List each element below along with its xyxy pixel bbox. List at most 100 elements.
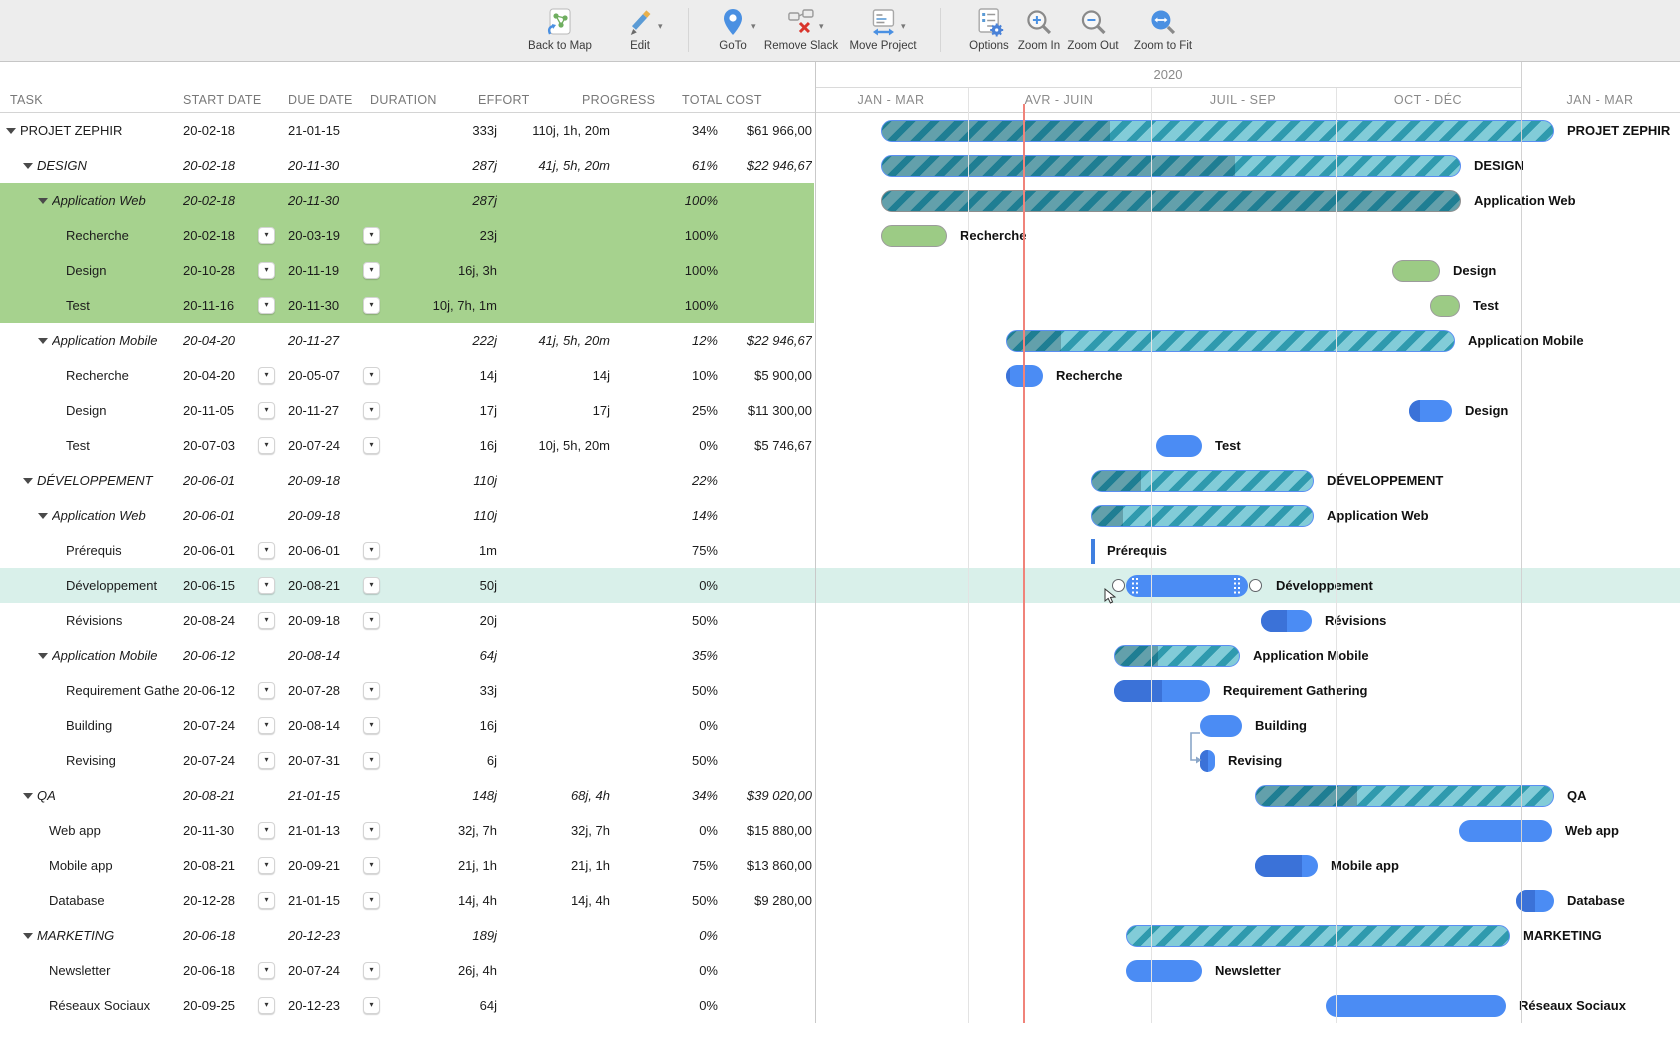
toolbar-button-edit[interactable]: Edit▾: [625, 5, 663, 52]
due-date-cell[interactable]: 20-03-19: [288, 228, 341, 243]
gantt-milestone-bar[interactable]: [1091, 538, 1095, 564]
due-date-cell[interactable]: 20-09-18: [288, 473, 341, 488]
disclosure-triangle-icon[interactable]: [6, 128, 16, 134]
chevron-down-icon[interactable]: ▾: [818, 21, 824, 31]
gantt-task-bar[interactable]: [1516, 889, 1554, 912]
start-date-cell[interactable]: 20-02-18: [183, 228, 236, 243]
gantt-summary-bar[interactable]: [1255, 784, 1554, 807]
task-name-cell[interactable]: Test: [66, 298, 90, 313]
due-date-cell[interactable]: 20-08-14: [288, 648, 341, 663]
due-date-cell[interactable]: 20-06-01: [288, 543, 341, 558]
chevron-down-icon[interactable]: ▾: [751, 21, 756, 31]
task-name-cell[interactable]: Test: [66, 438, 90, 453]
start-date-cell[interactable]: 20-02-18: [183, 123, 236, 138]
due-date-dropdown-button[interactable]: ▾: [363, 437, 380, 454]
start-date-dropdown-button[interactable]: ▾: [258, 682, 275, 699]
task-name-cell[interactable]: DESIGN: [37, 158, 87, 173]
table-chart-splitter[interactable]: [815, 62, 816, 1023]
due-date-dropdown-button[interactable]: ▾: [363, 577, 380, 594]
disclosure-triangle-icon[interactable]: [38, 198, 48, 204]
start-date-dropdown-button[interactable]: ▾: [258, 367, 275, 384]
bar-grip-right[interactable]: [1234, 578, 1241, 594]
due-date-cell[interactable]: 20-05-07: [288, 368, 341, 383]
due-date-cell[interactable]: 20-11-30: [288, 193, 340, 208]
due-date-dropdown-button[interactable]: ▾: [363, 612, 380, 629]
gantt-task-bar[interactable]: [1126, 959, 1202, 982]
gantt-task-bar[interactable]: [1156, 434, 1202, 457]
due-date-dropdown-button[interactable]: ▾: [363, 822, 380, 839]
start-date-cell[interactable]: 20-08-21: [183, 858, 236, 873]
gantt-summary-bar[interactable]: [1006, 329, 1455, 352]
due-date-cell[interactable]: 21-01-13: [288, 823, 341, 838]
due-date-cell[interactable]: 20-09-21: [288, 858, 341, 873]
start-date-cell[interactable]: 20-06-01: [183, 508, 236, 523]
bar-resize-handle-left[interactable]: [1112, 579, 1125, 592]
due-date-cell[interactable]: 21-01-15: [288, 788, 341, 803]
toolbar-button-zoom-out[interactable]: Zoom Out: [1067, 5, 1119, 52]
due-date-cell[interactable]: 20-12-23: [288, 998, 341, 1013]
start-date-cell[interactable]: 20-06-12: [183, 648, 236, 663]
gantt-task-bar[interactable]: [1200, 714, 1242, 737]
disclosure-triangle-icon[interactable]: [23, 793, 33, 799]
gantt-task-bar[interactable]: [1006, 364, 1043, 387]
start-date-cell[interactable]: 20-02-18: [183, 193, 236, 208]
start-date-cell[interactable]: 20-07-24: [183, 753, 236, 768]
bar-grip-left[interactable]: [1132, 578, 1139, 594]
task-name-cell[interactable]: Newsletter: [49, 963, 111, 978]
task-name-cell[interactable]: PROJET ZEPHIR: [20, 123, 123, 138]
gantt-summary-bar[interactable]: [881, 189, 1461, 212]
task-name-cell[interactable]: Web app: [49, 823, 101, 838]
due-date-cell[interactable]: 21-01-15: [288, 123, 341, 138]
start-date-dropdown-button[interactable]: ▾: [258, 717, 275, 734]
start-date-cell[interactable]: 20-06-18: [183, 963, 236, 978]
start-date-cell[interactable]: 20-06-18: [183, 928, 236, 943]
start-date-dropdown-button[interactable]: ▾: [258, 297, 275, 314]
start-date-cell[interactable]: 20-12-28: [183, 893, 236, 908]
task-name-cell[interactable]: Réseaux Sociaux: [49, 998, 151, 1013]
task-name-cell[interactable]: Requirement Gathering: [66, 683, 180, 698]
start-date-dropdown-button[interactable]: ▾: [258, 437, 275, 454]
start-date-cell[interactable]: 20-11-05: [183, 403, 235, 418]
start-date-cell[interactable]: 20-06-15: [183, 578, 236, 593]
start-date-dropdown-button[interactable]: ▾: [258, 262, 275, 279]
due-date-dropdown-button[interactable]: ▾: [363, 367, 380, 384]
gantt-summary-bar[interactable]: [1114, 644, 1240, 667]
start-date-dropdown-button[interactable]: ▾: [258, 752, 275, 769]
due-date-cell[interactable]: 20-08-21: [288, 578, 341, 593]
gantt-summary-bar[interactable]: [881, 154, 1461, 177]
due-date-dropdown-button[interactable]: ▾: [363, 717, 380, 734]
start-date-cell[interactable]: 20-08-24: [183, 613, 236, 628]
gantt-bar-complete[interactable]: [881, 224, 947, 247]
task-name-cell[interactable]: Recherche: [66, 368, 129, 383]
start-date-dropdown-button[interactable]: ▾: [258, 997, 275, 1014]
due-date-cell[interactable]: 20-07-28: [288, 683, 341, 698]
gantt-task-bar[interactable]: [1261, 609, 1312, 632]
start-date-cell[interactable]: 20-02-18: [183, 158, 236, 173]
task-name-cell[interactable]: Mobile app: [49, 858, 113, 873]
task-name-cell[interactable]: Révisions: [66, 613, 123, 628]
due-date-dropdown-button[interactable]: ▾: [363, 262, 380, 279]
task-name-cell[interactable]: Building: [66, 718, 113, 733]
task-name-cell[interactable]: Design: [66, 263, 107, 278]
chevron-down-icon[interactable]: ▾: [658, 21, 663, 31]
due-date-cell[interactable]: 20-09-18: [288, 508, 341, 523]
due-date-dropdown-button[interactable]: ▾: [363, 962, 380, 979]
start-date-cell[interactable]: 20-06-12: [183, 683, 236, 698]
gantt-task-bar[interactable]: [1326, 994, 1506, 1017]
toolbar-button-zoom-to-fit[interactable]: Zoom to Fit: [1134, 5, 1192, 52]
due-date-dropdown-button[interactable]: ▾: [363, 857, 380, 874]
due-date-cell[interactable]: 20-11-27: [288, 403, 340, 418]
start-date-cell[interactable]: 20-11-16: [183, 298, 235, 313]
bar-resize-handle-right[interactable]: [1249, 579, 1262, 592]
due-date-dropdown-button[interactable]: ▾: [363, 402, 380, 419]
due-date-cell[interactable]: 20-09-18: [288, 613, 341, 628]
disclosure-triangle-icon[interactable]: [23, 933, 33, 939]
toolbar-button-options[interactable]: Options: [969, 5, 1009, 52]
toolbar-button-remove-slack[interactable]: Remove Slack▾: [764, 5, 838, 52]
start-date-cell[interactable]: 20-09-25: [183, 998, 236, 1013]
start-date-cell[interactable]: 20-07-03: [183, 438, 236, 453]
toolbar-button-goto[interactable]: GoTo▾: [718, 5, 756, 52]
start-date-dropdown-button[interactable]: ▾: [258, 822, 275, 839]
due-date-dropdown-button[interactable]: ▾: [363, 682, 380, 699]
toolbar-button-move-project[interactable]: Move Project▾: [849, 5, 917, 52]
